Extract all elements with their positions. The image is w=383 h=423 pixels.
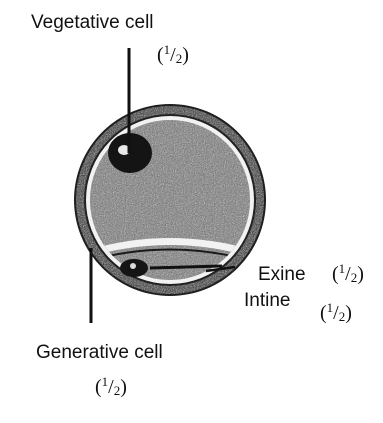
exine-marks: (1/2) — [332, 262, 364, 284]
vegetative-marks: (1/2) — [157, 43, 189, 65]
exine-label: Exine — [258, 265, 306, 284]
intine-label: Intine — [244, 291, 290, 310]
intine-leader — [150, 266, 222, 268]
generative-cell-label: Generative cell — [36, 343, 163, 362]
generative-marks: (1/2) — [95, 375, 127, 397]
vegetative-cell-label: Vegetative cell — [31, 13, 154, 32]
exine-marks-den: 2 — [351, 270, 358, 285]
intine-marks: (1/2) — [320, 301, 352, 323]
intine-marks-den: 2 — [339, 309, 346, 324]
generative-marks-den: 2 — [114, 383, 121, 398]
generative-nucleus-spot — [130, 263, 136, 269]
vegetative-marks-den: 2 — [176, 51, 183, 66]
